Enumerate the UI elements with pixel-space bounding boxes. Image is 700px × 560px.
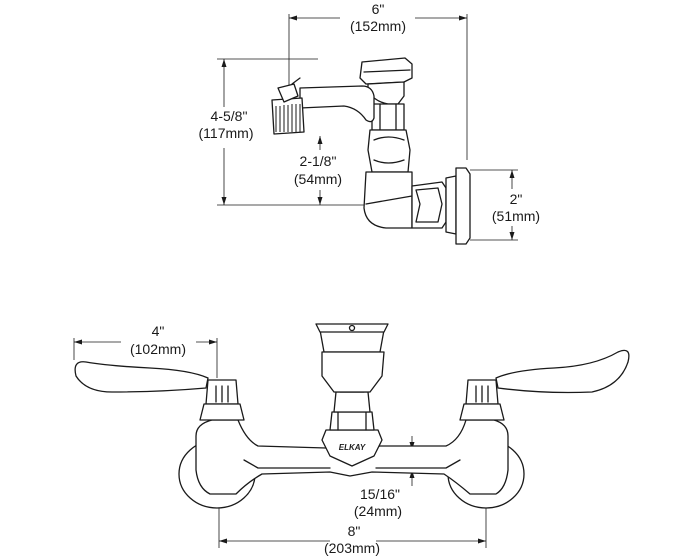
side-faucet-drawing [271, 57, 471, 245]
body-offset-imperial: 15/16" [360, 486, 400, 502]
dim-handle-length: 4" (102mm) [73, 323, 218, 378]
left-lever-handle [74, 361, 209, 393]
brand-logo: ELKAY [339, 443, 366, 452]
side-height-imperial: 4-5/8" [211, 108, 248, 124]
dim-flange-offset: 2" (51mm) [470, 169, 540, 241]
handle-length-metric: (102mm) [130, 341, 186, 357]
front-faucet-drawing: ELKAY [74, 323, 630, 509]
centers-imperial: 8" [348, 523, 361, 539]
outlet-height-metric: (54mm) [294, 171, 342, 187]
right-lever-handle [495, 349, 630, 394]
dim-side-height: 4-5/8" (117mm) [199, 58, 368, 206]
centers-metric: (203mm) [324, 540, 380, 556]
side-width-metric: (152mm) [350, 18, 406, 34]
dim-outlet-height: 2-1/8" (54mm) [294, 136, 342, 205]
handle-length-imperial: 4" [152, 323, 165, 339]
front-view: 4" (102mm) 15/16" (24mm) 8" (203mm) [73, 323, 630, 556]
side-width-imperial: 6" [372, 1, 385, 17]
dim-centers: 8" (203mm) [218, 505, 487, 556]
dim-side-width: 6" (152mm) [288, 1, 468, 160]
flange-offset-imperial: 2" [510, 191, 523, 207]
side-height-metric: (117mm) [199, 125, 254, 141]
outlet-height-imperial: 2-1/8" [300, 153, 337, 169]
flange-offset-metric: (51mm) [492, 208, 540, 224]
side-view: 6" (152mm) 4-5/8" (117mm) 2-1/8" (54mm) [199, 1, 540, 245]
body-offset-metric: (24mm) [354, 503, 402, 519]
